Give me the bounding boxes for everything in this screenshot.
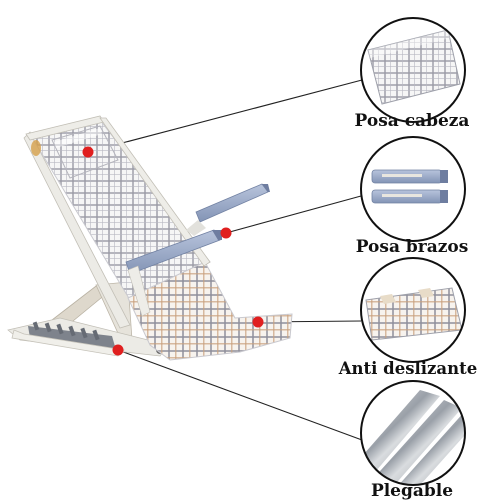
armrest-label: Posa brazos <box>355 237 469 257</box>
antislip-label: Anti deslizante <box>338 359 478 378</box>
antislip-dot <box>252 316 264 328</box>
headrest-detail-circle <box>360 17 466 123</box>
armrest-left <box>125 229 222 317</box>
indicator-dots <box>82 146 264 356</box>
armrest-right <box>186 183 270 236</box>
armrest-dot <box>220 227 232 239</box>
headrest-dot <box>82 146 94 158</box>
headrest-label: Posa cabeza <box>354 111 470 131</box>
antislip-detail-circle <box>360 257 466 363</box>
folding-label: Plegable <box>370 481 454 500</box>
armrest-detail-circle <box>360 136 466 242</box>
folding-detail-circle <box>360 380 466 486</box>
folding-dot <box>112 344 124 356</box>
